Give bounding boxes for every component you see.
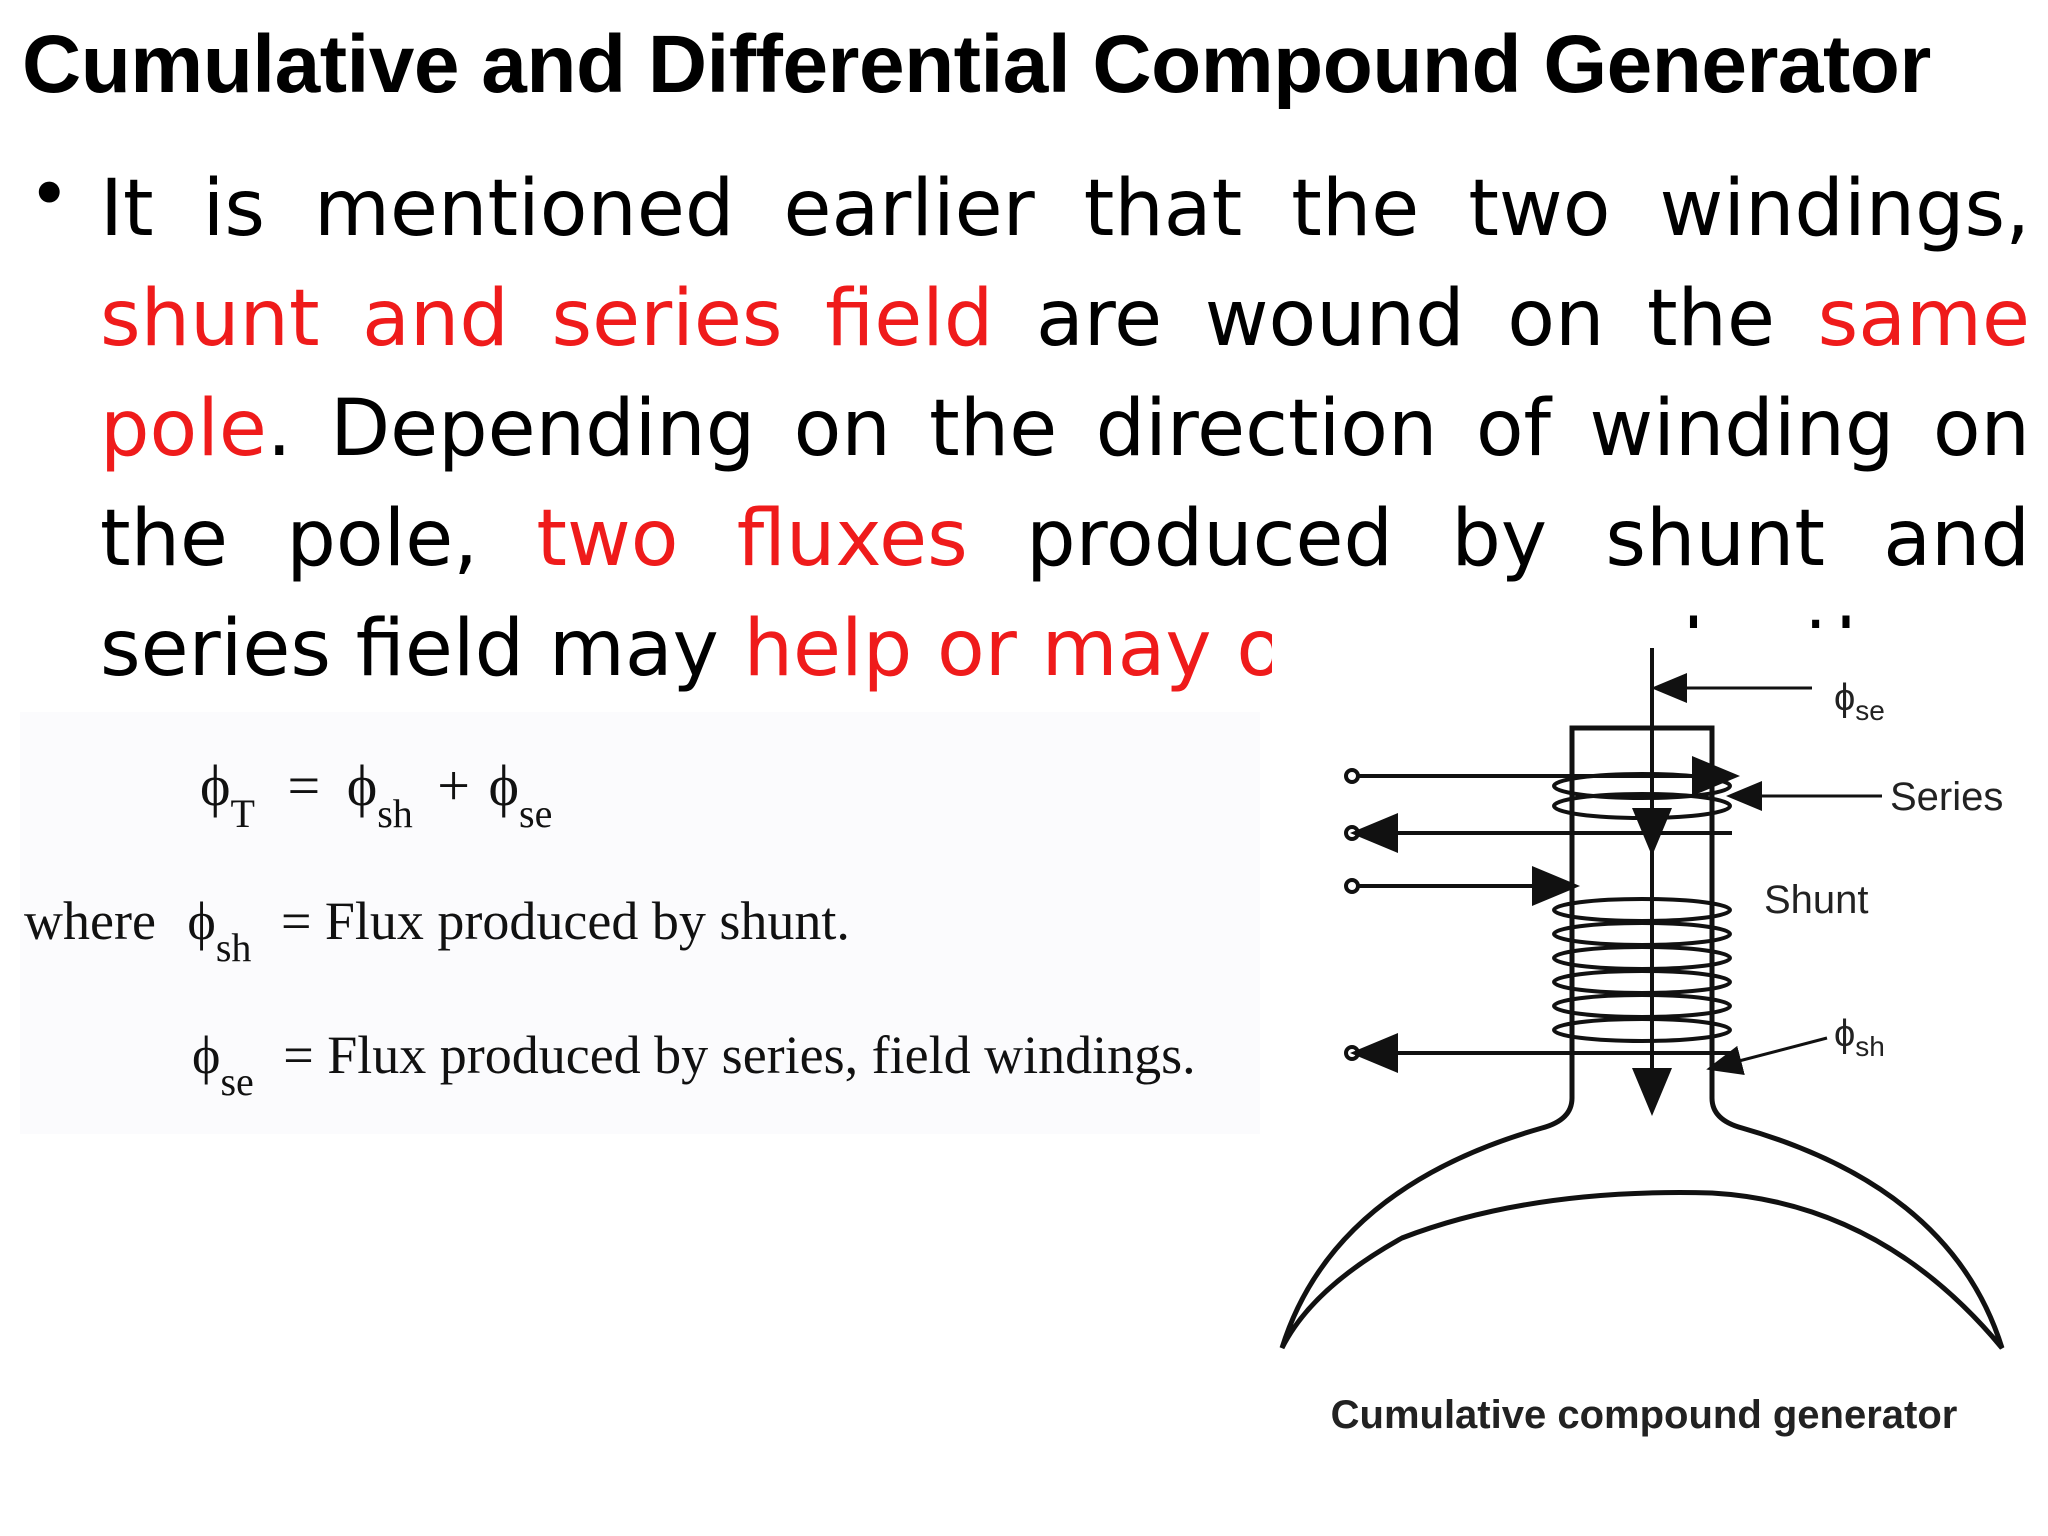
compound-generator-diagram: ϕse Series Shunt ϕsh Cumulative compound… <box>1272 628 2042 1453</box>
formula-series-definition: ϕse = Flux produced by series, field win… <box>192 1024 1196 1104</box>
where-label: where <box>24 891 156 951</box>
label-pointers <box>1651 673 1882 1075</box>
bullet-highlight-same-pole: same pole <box>100 274 2030 474</box>
diagram-svg: ϕse Series Shunt ϕsh Cumulative compound… <box>1279 648 2005 1437</box>
pole-outline <box>1279 725 2005 1350</box>
shunt-definition-text: = Flux produced by shunt. <box>280 891 850 951</box>
shunt-label: Shunt <box>1764 878 1869 922</box>
formula-image: ϕT = ϕsh + ϕse where ϕsh = Flux produced… <box>20 712 1260 1134</box>
bullet-text-3: . Depending on the direction of winding … <box>100 384 2030 584</box>
phi-sh-def-subscript: sh <box>215 925 252 970</box>
slide-title: Cumulative and Differential Compound Gen… <box>22 19 1931 110</box>
formula-total-flux: ϕT = ϕsh + ϕse <box>200 752 552 836</box>
shunt-coil <box>1552 897 1732 1043</box>
series-label: Series <box>1890 775 2003 819</box>
bullet-icon: • <box>28 152 71 236</box>
series-definition-text: = Flux produced by series, field winding… <box>283 1025 1196 1085</box>
phi-sh-subscript: sh <box>377 791 413 836</box>
phi-total-subscript: T <box>230 791 255 836</box>
equals-sign: = <box>287 753 321 818</box>
bullet-text-4: produced by shunt and series field may <box>100 494 2030 694</box>
phi-sh-symbol: ϕ <box>346 753 378 818</box>
phi-sh-label: ϕsh <box>1834 1013 1885 1062</box>
bullet-highlight-shunt-series: shunt and series field <box>100 274 994 364</box>
series-coil <box>1552 772 1732 820</box>
formula-shunt-definition: where ϕsh = Flux produced by shunt. <box>24 890 850 970</box>
phi-se-subscript: se <box>519 791 553 836</box>
plus-sign: + <box>437 753 471 818</box>
phi-se-symbol: ϕ <box>488 753 520 818</box>
bullet-text-2: are wound on the <box>993 274 1818 364</box>
terminal-leads <box>1344 756 1740 1073</box>
bullet-text-1: It is mentioned earlier that the two win… <box>100 164 2030 254</box>
phi-se-def-subscript: se <box>220 1059 254 1104</box>
diagram-caption: Cumulative compound generator <box>1331 1393 1958 1437</box>
phi-se-label: ϕse <box>1834 677 1885 726</box>
phi-sh-def-symbol: ϕ <box>187 891 216 951</box>
bullet-paragraph: It is mentioned earlier that the two win… <box>100 154 2030 704</box>
phi-se-def-symbol: ϕ <box>192 1025 221 1085</box>
bullet-highlight-two-fluxes: two fluxes <box>536 494 968 584</box>
phi-total-symbol: ϕ <box>200 753 231 818</box>
